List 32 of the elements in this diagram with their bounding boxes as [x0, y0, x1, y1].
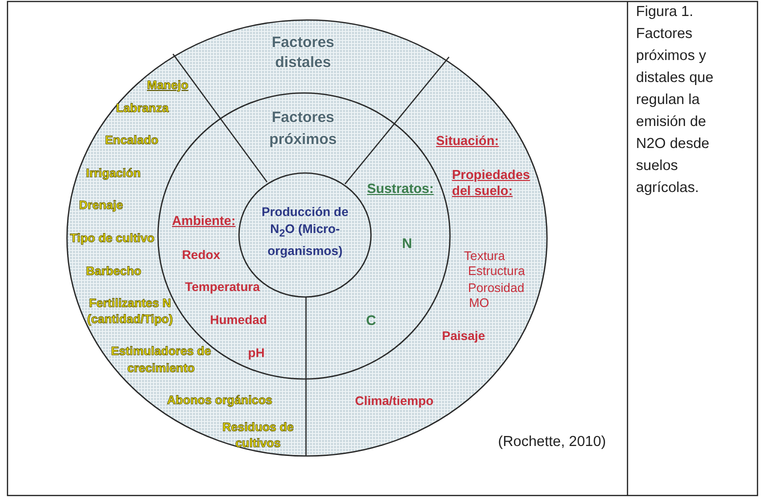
ring-heading: Factores distales	[270, 33, 336, 73]
factor-label: Labranza	[116, 101, 169, 116]
figure-caption: Figura 1. Factores próximos y distales que regulan la emisión de N2O desde suelos agrícolas.	[636, 3, 714, 198]
factor-label: Fertilizantes N (cantidad/Tipo)	[86, 295, 174, 327]
factor-label: Redox	[182, 248, 220, 263]
factor-label: N	[402, 235, 412, 251]
factor-label: Drenaje	[79, 198, 124, 213]
factor-label: Abonos orgánicos	[167, 393, 272, 408]
category-heading: Propiedades del suelo:	[452, 167, 532, 199]
citation: (Rochette, 2010)	[498, 434, 606, 450]
factor-label: C	[366, 312, 376, 328]
factor-label: pH	[248, 346, 265, 361]
factor-label: Residuos de cultivos	[221, 419, 295, 451]
factor-label: Tipo de cultivo	[70, 231, 154, 246]
factor-label: Encalado	[105, 133, 158, 148]
factor-label: Estructura	[468, 264, 525, 279]
factor-label: Textura	[464, 249, 505, 264]
category-heading: Sustratos:	[367, 181, 434, 197]
category-heading: Situación:	[436, 133, 499, 149]
center-label: Producción de N$_{2}$O (Micro-organismos)	[260, 204, 350, 260]
ring-heading: Factores próximos	[268, 108, 338, 150]
factor-label: Estimuladores de crecimiento	[110, 343, 212, 377]
factor-label: Humedad	[210, 313, 267, 328]
factor-label: Clima/tiempo	[355, 394, 434, 409]
factor-label: Paisaje	[442, 329, 486, 344]
factor-label: Irrigación	[86, 166, 141, 181]
category-heading: Ambiente:	[172, 213, 236, 229]
category-heading: Manejo	[147, 78, 188, 93]
factor-label: Porosidad	[468, 281, 524, 296]
factor-label: MO	[469, 296, 490, 311]
factor-label: Temperatura	[185, 280, 260, 295]
factor-label: Barbecho	[86, 264, 142, 279]
